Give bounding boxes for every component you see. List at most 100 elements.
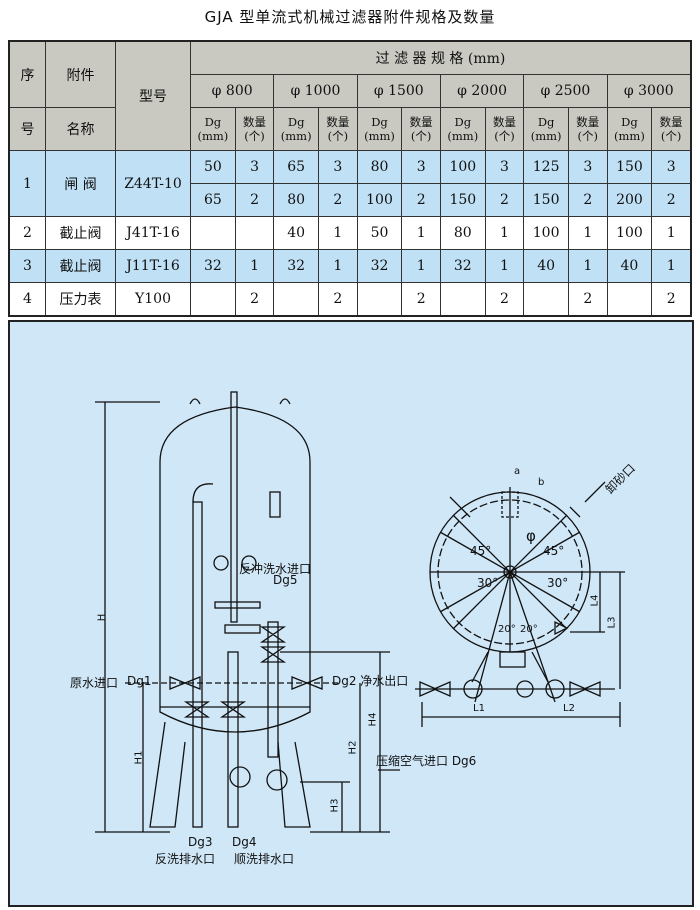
cell-model: J11T-16	[115, 249, 191, 283]
angle-45-right: 45°	[543, 544, 565, 558]
cell-value: 3	[318, 150, 358, 184]
cell-value: 2	[484, 282, 525, 317]
cell-value: 100	[523, 216, 569, 250]
cell-value: 2	[318, 183, 358, 217]
cell-value	[523, 282, 569, 317]
dim-h4: H4	[367, 712, 379, 727]
cell-model: Y100	[115, 282, 191, 317]
label-backwash-inlet: 反冲洗水进口	[239, 562, 312, 576]
header-size: φ 1500	[356, 74, 441, 108]
cell-value: 40	[606, 249, 653, 283]
cell-seq: 2	[8, 216, 46, 250]
label-clean-outlet: Dg2 净水出口	[332, 674, 409, 688]
cell-value: 1	[318, 216, 358, 250]
cell-value: 2	[568, 282, 608, 317]
cell-value: 3	[651, 150, 692, 184]
cell-name: 闸 阀	[45, 150, 116, 217]
cell-value: 1	[568, 249, 608, 283]
angle-20-left: 20°	[498, 624, 516, 635]
label-raw-inlet: 原水进口	[70, 676, 119, 690]
cell-value: 3	[401, 150, 441, 184]
cell-value: 50	[190, 150, 236, 184]
header-size: φ 2500	[523, 74, 608, 108]
header-name: 附件	[45, 40, 116, 108]
vessel-body	[159, 406, 311, 733]
label-forward-drain: 顺洗排水口	[234, 852, 295, 866]
header-dg: Dg (mm)	[606, 107, 653, 151]
cell-value: 2	[401, 282, 441, 317]
cell-value: 32	[356, 249, 403, 283]
cell-value: 3	[234, 150, 275, 184]
dim-a: a	[514, 466, 521, 477]
cell-model: Z44T-10	[115, 150, 191, 217]
dim-l2: L2	[563, 703, 575, 714]
page-title: GJA 型单流式机械过滤器附件规格及数量	[204, 8, 496, 26]
header-seq: 序	[8, 40, 46, 108]
label-dg4: Dg4	[232, 835, 257, 849]
header-qty: 数量 (个)	[484, 107, 525, 151]
dim-l1: L1	[473, 703, 485, 714]
cell-value: 1	[484, 216, 525, 250]
cell-value: 32	[439, 249, 486, 283]
header-seq-bottom: 号	[8, 107, 46, 151]
label-dg5: Dg5	[273, 573, 298, 587]
label-dg1: Dg1	[127, 674, 152, 688]
cell-value	[190, 216, 236, 250]
filter-drawing: 反冲洗水进口 Dg5 原水进口 Dg1 Dg2 净水出口 压缩空气进口 Dg6 …	[8, 320, 694, 907]
cell-value	[190, 282, 236, 317]
header-model: 型号	[115, 40, 191, 151]
cell-name: 截止阀	[45, 216, 116, 250]
cell-value: 200	[606, 183, 653, 217]
cell-value	[234, 216, 275, 250]
cell-value: 2	[234, 282, 275, 317]
cell-value	[273, 282, 320, 317]
cell-value: 3	[568, 150, 608, 184]
cell-value: 2	[401, 183, 441, 217]
cell-value: 1	[651, 249, 692, 283]
cell-value: 125	[523, 150, 569, 184]
dim-b: b	[538, 477, 545, 488]
vessel-legs	[149, 721, 311, 828]
dim-phi: φ	[526, 527, 536, 545]
header-size: φ 1000	[273, 74, 358, 108]
header-name-bottom: 名称	[45, 107, 116, 151]
header-size: φ 800	[189, 74, 275, 108]
cell-value: 32	[273, 249, 320, 283]
cell-value: 1	[234, 249, 275, 283]
cell-value	[439, 282, 486, 317]
cell-value: 2	[234, 183, 275, 217]
cell-value: 100	[356, 183, 403, 217]
label-air-inlet: 压缩空气进口 Dg6	[376, 754, 477, 768]
cell-value: 3	[484, 150, 525, 184]
cell-value: 50	[356, 216, 403, 250]
filter-schematic	[95, 391, 625, 833]
label-backwash-drain: 反洗排水口	[155, 852, 216, 866]
dim-l4: L4	[589, 594, 601, 607]
dim-h3: H3	[329, 798, 341, 813]
angle-30-right: 30°	[547, 576, 569, 590]
cell-value: 40	[523, 249, 569, 283]
dim-h2: H2	[347, 740, 359, 755]
cell-value: 65	[190, 183, 236, 217]
header-dg: Dg (mm)	[356, 107, 403, 151]
cell-value: 2	[651, 183, 692, 217]
cell-value: 150	[439, 183, 486, 217]
header-qty: 数量 (个)	[568, 107, 608, 151]
cell-value: 2	[484, 183, 525, 217]
cell-value: 1	[401, 216, 441, 250]
header-qty: 数量 (个)	[234, 107, 275, 151]
cell-value: 2	[318, 282, 358, 317]
header-qty: 数量 (个)	[651, 107, 692, 151]
cell-value: 1	[318, 249, 358, 283]
header-spec: 过 滤 器 规 格 (mm)	[190, 40, 692, 75]
cell-value: 80	[356, 150, 403, 184]
cell-value	[606, 282, 653, 317]
cell-value: 65	[273, 150, 320, 184]
header-qty: 数量 (个)	[401, 107, 441, 151]
cell-value	[356, 282, 403, 317]
cell-seq: 1	[8, 150, 46, 217]
header-size: φ 3000	[606, 74, 692, 108]
dim-h1: H1	[133, 750, 145, 765]
